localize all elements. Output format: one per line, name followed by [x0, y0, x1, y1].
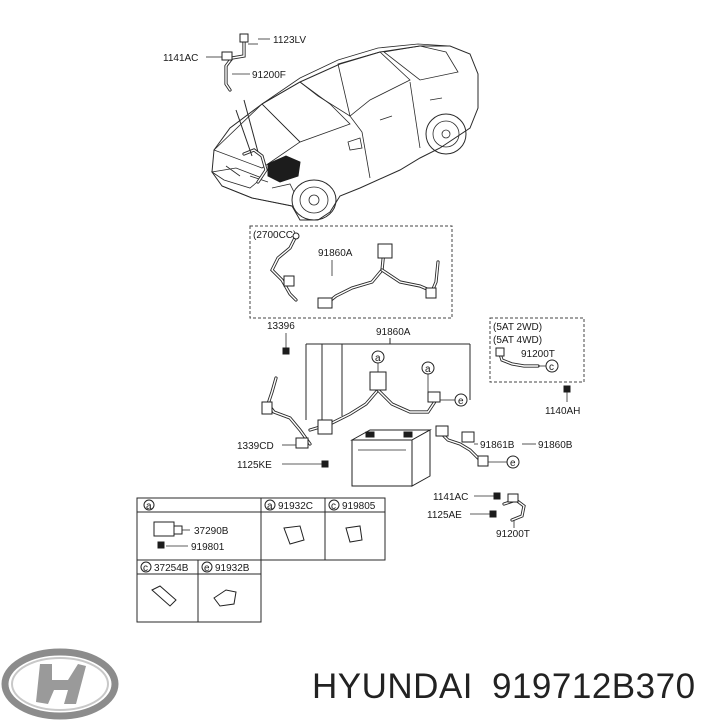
legend-a-part1: 37290B	[194, 526, 229, 537]
legend-c-marker: c	[331, 501, 336, 512]
marker-a-2: a	[425, 364, 431, 375]
part-title: HYUNDAI 919712B370	[312, 667, 696, 706]
legend-d-part: 37254B	[154, 563, 189, 574]
marker-c-1: c	[549, 362, 554, 373]
callout-91860B: 91860B	[538, 440, 573, 451]
battery-block-icon	[350, 429, 432, 487]
callout-1123LV: 1123LV	[273, 35, 306, 46]
battery-cable-91200F	[221, 33, 258, 92]
callout-91861B: 91861B	[480, 440, 515, 451]
callout-2700CC: (2700CC)	[253, 230, 296, 241]
marker-e-1: e	[458, 396, 464, 407]
callout-91860A-upper: 91860A	[318, 248, 353, 259]
legend-a-header: a	[146, 501, 152, 512]
marker-e-2: e	[510, 458, 516, 469]
callout-5AT-2WD: (5AT 2WD)	[493, 322, 542, 333]
legend-b-part: 91932C	[278, 501, 313, 512]
variant-box-2700cc: (2700CC) 91860A	[249, 225, 453, 319]
callout-1339CD: 1339CD	[237, 441, 274, 452]
marker-a-1: a	[375, 353, 381, 364]
callout-1141AC-top: 1141AC	[163, 53, 198, 64]
legend-d-marker: c	[143, 563, 148, 574]
legend-b-marker: a	[267, 501, 273, 512]
part-number: 919712B370	[492, 667, 696, 706]
callout-91200T-right: 91200T	[521, 349, 555, 360]
vehicle-illustration	[210, 43, 479, 221]
callout-91200F: 91200F	[252, 70, 286, 81]
variant-box-5at: (5AT 2WD) (5AT 4WD) 91200T c	[489, 317, 585, 383]
legend-e-marker: e	[204, 563, 210, 574]
main-harness-section: 13396 91860A a a e	[237, 321, 471, 487]
callout-91860A-lower: 91860A	[376, 327, 411, 338]
hyundai-logo-icon	[1, 648, 119, 720]
legend-a-part2: 919801	[191, 542, 225, 553]
legend-c-part: 919805	[342, 501, 376, 512]
callout-91200T-bottom: 91200T	[496, 529, 530, 540]
callout-1125AE: 1125AE	[427, 510, 462, 521]
callout-1125KE: 1125KE	[237, 460, 272, 471]
legend-table: a 37290B 919801 a 91932C c 919805 c 3725…	[136, 497, 386, 623]
callout-group-top: 1141AC 1123LV 91200F	[163, 35, 306, 81]
callout-1141AC-bottom: 1141AC	[433, 492, 468, 503]
callout-13396: 13396	[267, 321, 295, 332]
callout-1140AH-group: 1140AH	[545, 385, 580, 417]
cable-91860B: 91861B 91860B e	[435, 425, 573, 469]
callout-5AT-4WD: (5AT 4WD)	[493, 335, 542, 346]
brand-name: HYUNDAI	[312, 667, 473, 706]
legend-e-part: 91932B	[215, 563, 250, 574]
cable-91200T-bottom: 1141AC 1125AE 91200T	[427, 492, 530, 540]
callout-1140AH: 1140AH	[545, 406, 580, 417]
